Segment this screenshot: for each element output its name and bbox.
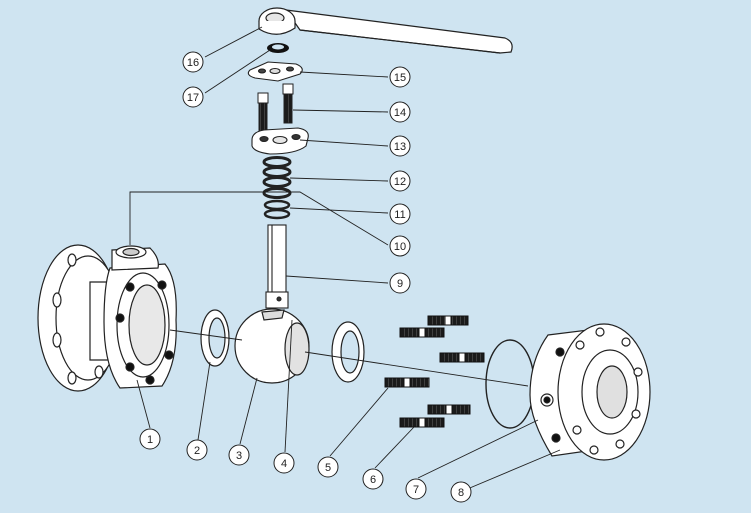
callout-15: 15 xyxy=(389,66,411,88)
callout-circle xyxy=(389,170,411,192)
callout-7: 7 xyxy=(405,478,427,500)
callout-4: 4 xyxy=(273,452,295,474)
callout-16: 16 xyxy=(182,51,204,73)
washer-ring xyxy=(267,43,289,53)
callout-circle xyxy=(389,235,411,257)
callout-10: 10 xyxy=(389,235,411,257)
callout-circle xyxy=(389,272,411,294)
callout-11: 11 xyxy=(389,203,411,225)
callout-number: 13 xyxy=(394,141,406,153)
callout-circle xyxy=(228,444,250,466)
ball-seat-left xyxy=(200,309,230,367)
callout-13: 13 xyxy=(389,135,411,157)
callout-number: 7 xyxy=(413,484,419,496)
callout-9: 9 xyxy=(389,272,411,294)
callout-2: 2 xyxy=(186,439,208,461)
leader-lines xyxy=(129,26,561,491)
valve-body xyxy=(37,244,177,392)
callout-number: 2 xyxy=(194,445,200,457)
callout-circle xyxy=(182,86,204,108)
body-studs xyxy=(384,315,485,428)
callout-circle xyxy=(405,478,427,500)
gland-bolts xyxy=(257,83,294,133)
callout-circle xyxy=(362,468,384,490)
callout-circle xyxy=(389,101,411,123)
callout-circle xyxy=(389,66,411,88)
callout-number: 16 xyxy=(187,57,199,69)
callout-circle xyxy=(389,203,411,225)
callout-number: 14 xyxy=(394,107,406,119)
callout-circle xyxy=(139,428,161,450)
callout-number: 6 xyxy=(370,474,376,486)
valve-stem xyxy=(265,224,289,309)
callout-circle xyxy=(182,51,204,73)
end-cap xyxy=(529,323,651,461)
callout-number: 4 xyxy=(281,458,287,470)
callout-number: 3 xyxy=(236,450,242,462)
callout-1: 1 xyxy=(139,428,161,450)
callout-3: 3 xyxy=(228,444,250,466)
callout-number: 15 xyxy=(394,72,406,84)
callout-12: 12 xyxy=(389,170,411,192)
callout-number: 1 xyxy=(147,434,153,446)
callout-circle xyxy=(317,456,339,478)
stop-plate xyxy=(247,61,303,82)
callout-number: 17 xyxy=(187,92,199,104)
callout-number: 5 xyxy=(325,462,331,474)
callout-circle xyxy=(186,439,208,461)
callout-5: 5 xyxy=(317,456,339,478)
callout-number: 10 xyxy=(394,241,406,253)
packing-rings xyxy=(262,156,292,220)
callout-number: 12 xyxy=(394,176,406,188)
callout-circle xyxy=(450,481,472,503)
ball-seat-right xyxy=(331,321,365,383)
callout-8: 8 xyxy=(450,481,472,503)
callout-6: 6 xyxy=(362,468,384,490)
callout-14: 14 xyxy=(389,101,411,123)
callout-circle xyxy=(389,135,411,157)
gland-flange xyxy=(251,127,309,155)
callout-circle xyxy=(273,452,295,474)
ball xyxy=(234,308,310,384)
callout-number: 8 xyxy=(458,487,464,499)
callout-17: 17 xyxy=(182,86,204,108)
callout-number: 11 xyxy=(394,209,405,221)
callout-number: 9 xyxy=(397,278,403,290)
